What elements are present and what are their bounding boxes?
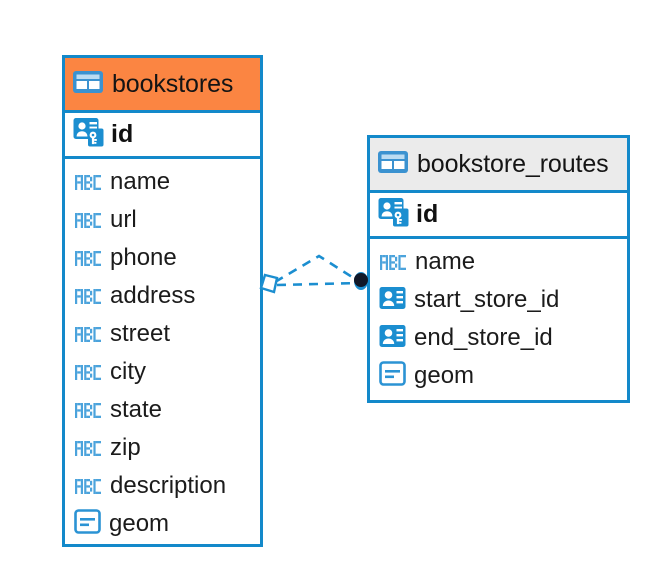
- column-name: name: [110, 168, 171, 195]
- column-row-start-store-id[interactable]: start_store_id: [370, 281, 627, 319]
- entity-header-bookstore-routes[interactable]: bookstore_routes: [370, 138, 627, 190]
- relationship-connector[interactable]: [255, 240, 385, 315]
- column-name: end_store_id: [414, 324, 553, 351]
- column-row-city[interactable]: city: [65, 353, 260, 391]
- diamond-marker[interactable]: [259, 273, 279, 294]
- abc-text-icon: [75, 326, 101, 342]
- column-name: phone: [110, 244, 177, 271]
- entity-bookstore-routes[interactable]: bookstore_routes id: [367, 135, 630, 403]
- column-row-description[interactable]: description: [65, 467, 260, 505]
- relationship-line-upper: [274, 254, 361, 284]
- column-row-url[interactable]: url: [65, 201, 260, 239]
- abc-text-icon: [75, 212, 101, 228]
- relationship-line-lower: [276, 281, 361, 287]
- column-name: address: [110, 282, 196, 309]
- geometry-icon: [379, 361, 406, 391]
- column-row-end-store-id[interactable]: end_store_id: [370, 319, 627, 357]
- abc-text-icon: [75, 288, 101, 304]
- geometry-icon: [74, 509, 101, 539]
- abc-text-icon: [75, 478, 101, 494]
- column-row-name[interactable]: name: [65, 163, 260, 201]
- column-row-zip[interactable]: zip: [65, 429, 260, 467]
- column-row-state[interactable]: state: [65, 391, 260, 429]
- abc-text-icon: [380, 254, 406, 270]
- column-row-id[interactable]: id: [65, 110, 260, 159]
- abc-text-icon: [75, 440, 101, 456]
- primary-key-icon: [378, 197, 409, 233]
- abc-text-icon: [75, 364, 101, 380]
- filled-circle-marker[interactable]: [354, 273, 368, 287]
- column-name: geom: [109, 510, 170, 537]
- column-row-geom[interactable]: geom: [370, 357, 627, 395]
- column-name: description: [110, 472, 227, 499]
- abc-text-icon: [75, 250, 101, 266]
- column-name: state: [110, 396, 163, 423]
- column-row-address[interactable]: address: [65, 277, 260, 315]
- column-name: geom: [414, 362, 475, 389]
- entity-title: bookstore_routes: [417, 149, 609, 178]
- table-icon: [378, 150, 408, 179]
- foreign-key-icon: [379, 324, 406, 353]
- entity-bookstores[interactable]: bookstores id: [62, 55, 263, 547]
- column-name: start_store_id: [414, 286, 560, 313]
- column-row-geom[interactable]: geom: [65, 505, 260, 543]
- column-name: id: [416, 200, 439, 228]
- abc-text-icon: [75, 402, 101, 418]
- column-name: city: [110, 358, 146, 385]
- column-name: name: [415, 248, 476, 275]
- column-name: url: [110, 206, 137, 233]
- column-list-bookstore-routes: name start_store_id: [370, 239, 627, 395]
- column-name: street: [110, 320, 171, 347]
- column-row-id[interactable]: id: [370, 190, 627, 239]
- foreign-key-icon: [379, 286, 406, 315]
- entity-title: bookstores: [112, 69, 234, 98]
- column-name: id: [111, 120, 134, 148]
- column-list-bookstores: name url: [65, 159, 260, 543]
- entity-header-bookstores[interactable]: bookstores: [65, 58, 260, 110]
- table-icon: [73, 70, 103, 99]
- abc-text-icon: [75, 174, 101, 190]
- column-row-phone[interactable]: phone: [65, 239, 260, 277]
- column-name: zip: [110, 434, 141, 461]
- column-row-street[interactable]: street: [65, 315, 260, 353]
- primary-key-icon: [73, 117, 104, 153]
- column-row-name[interactable]: name: [370, 243, 627, 281]
